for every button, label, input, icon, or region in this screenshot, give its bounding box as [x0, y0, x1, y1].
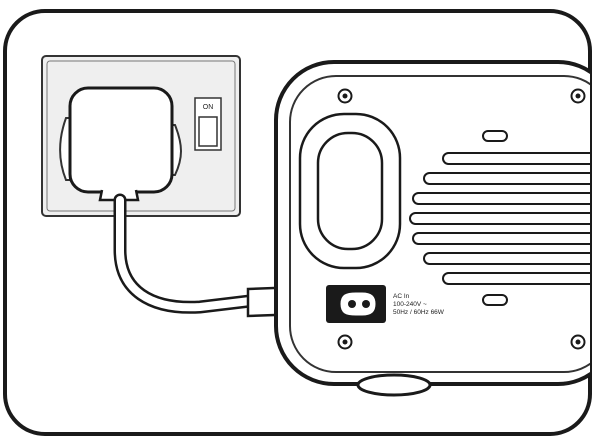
power-plug — [59, 86, 182, 202]
ac-inlet — [326, 285, 386, 323]
screw-bottom-right — [570, 334, 586, 350]
screw-top-left — [337, 88, 353, 104]
switch-label: ON — [203, 104, 214, 111]
power-rating-label: AC In 100-240V ~ 50Hz / 60Hz 66W — [393, 293, 445, 316]
speaker-grille — [409, 130, 590, 306]
power-cable — [113, 193, 257, 314]
screw-top-right — [570, 88, 586, 104]
power-label-line3: 50Hz / 60Hz 66W — [393, 309, 445, 316]
power-label-line2: 100-240V ~ — [393, 301, 427, 308]
handle-recess — [298, 112, 402, 270]
power-label-line1: AC In — [393, 293, 410, 300]
wall-switch — [194, 97, 222, 151]
device-foot — [356, 373, 432, 397]
screw-bottom-left — [337, 334, 353, 350]
